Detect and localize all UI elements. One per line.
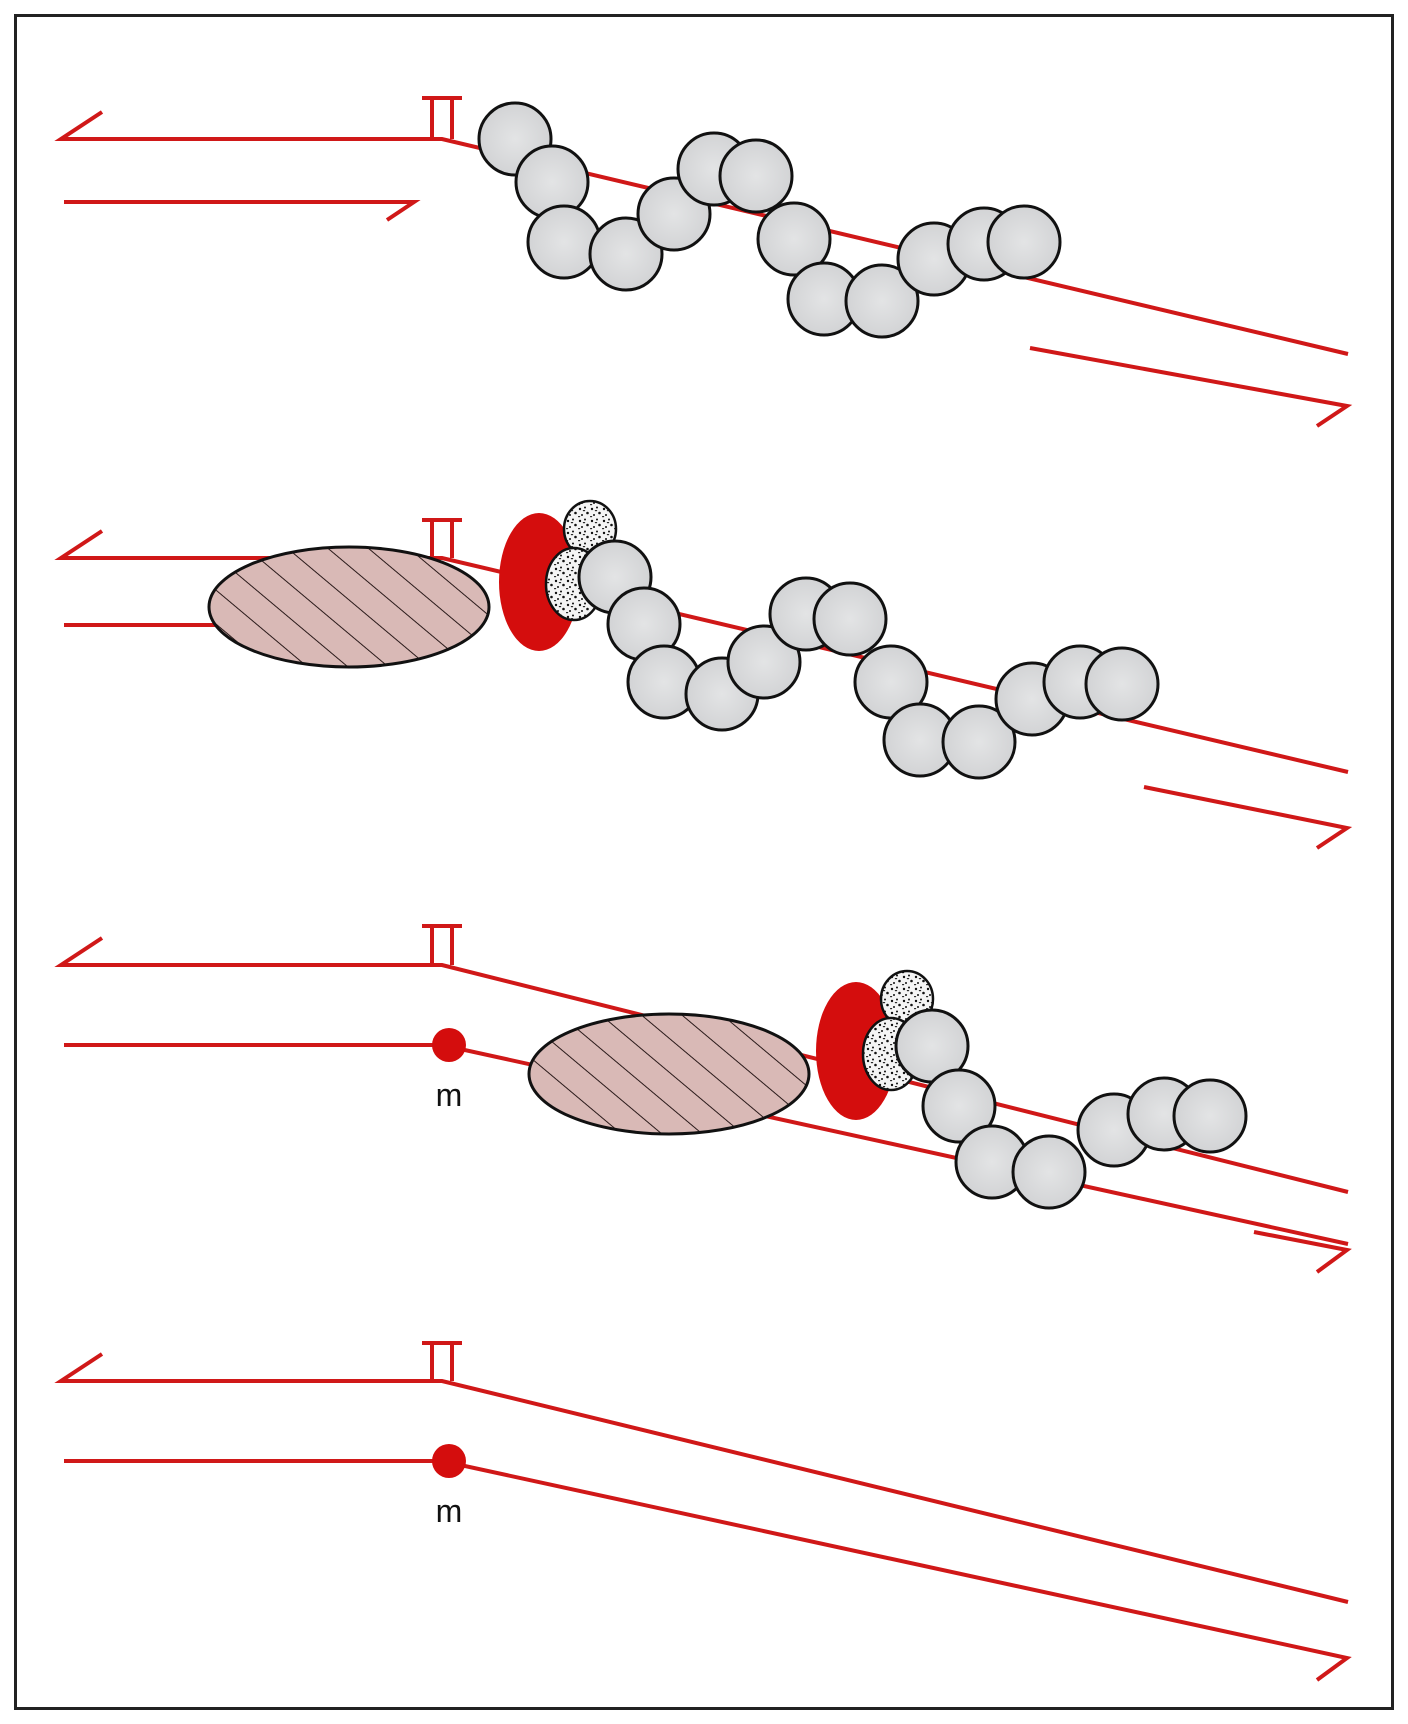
frame-border bbox=[14, 14, 1394, 1710]
methyl-label: m bbox=[436, 1077, 463, 1113]
crosslink-icon bbox=[422, 518, 462, 558]
nucleosome-chain bbox=[894, 1008, 1248, 1210]
red-cap bbox=[499, 513, 579, 651]
bottom-strand-right bbox=[1253, 1230, 1352, 1274]
panel-4: m bbox=[54, 1341, 1352, 1682]
bead bbox=[1172, 1078, 1248, 1154]
top-strand bbox=[54, 1352, 1349, 1604]
diagram-canvas: m m bbox=[14, 14, 1394, 1710]
bead bbox=[726, 624, 802, 700]
bead bbox=[526, 204, 602, 280]
bead bbox=[941, 704, 1017, 780]
bead bbox=[718, 138, 794, 214]
bottom-strand bbox=[64, 1459, 1352, 1682]
bead bbox=[1084, 646, 1160, 722]
bead bbox=[921, 1068, 997, 1144]
methyl-mark bbox=[432, 1028, 466, 1062]
bottom-strand-right bbox=[1143, 785, 1353, 850]
nucleosome-chain bbox=[577, 539, 1160, 780]
methyl-mark bbox=[432, 1444, 466, 1478]
bead bbox=[1011, 1134, 1087, 1210]
bead bbox=[812, 581, 888, 657]
top-strand bbox=[54, 110, 1349, 356]
crosslink-icon bbox=[422, 924, 462, 965]
bead bbox=[756, 201, 832, 277]
panel-2 bbox=[54, 499, 1353, 850]
methyl-label: m bbox=[436, 1493, 463, 1529]
nucleosome-chain bbox=[477, 101, 1062, 339]
diagram-frame: m m bbox=[14, 14, 1394, 1710]
crosslink-icon bbox=[422, 1341, 462, 1381]
bottom-strand-right bbox=[1029, 346, 1353, 428]
panel-1 bbox=[54, 96, 1353, 428]
bottom-strand-left bbox=[64, 200, 421, 222]
crosslink-icon bbox=[422, 96, 462, 139]
bead bbox=[986, 204, 1062, 280]
panel-3: m bbox=[54, 924, 1352, 1274]
hatched-complex bbox=[527, 1012, 811, 1136]
bead bbox=[844, 263, 920, 339]
hatched-complex bbox=[207, 545, 491, 669]
